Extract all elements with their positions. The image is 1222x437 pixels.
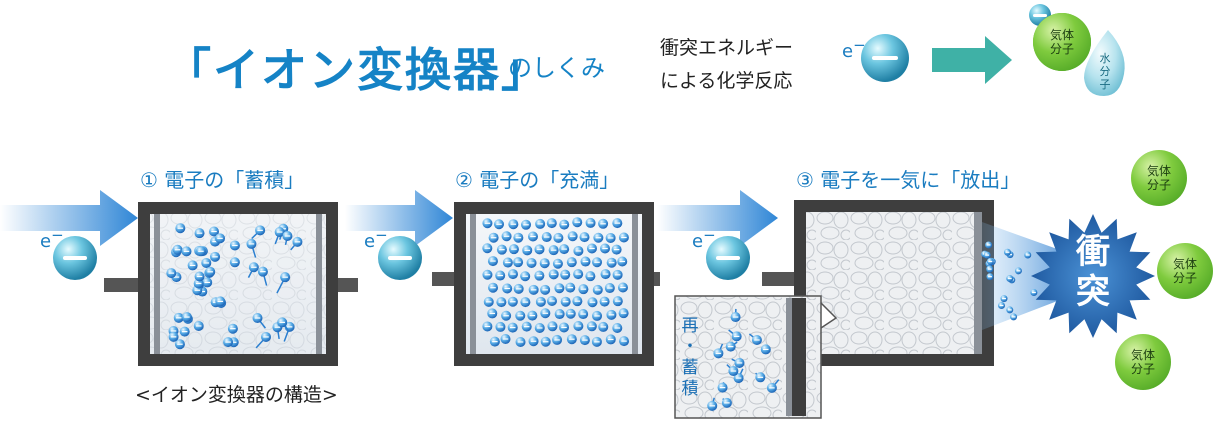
water-molecule-icon xyxy=(1084,30,1125,96)
gas-molecule-1: 気体分子 xyxy=(1131,150,1187,206)
gas-molecule-3: 気体分子 xyxy=(1115,334,1171,390)
title-suffix: のしくみ xyxy=(508,54,605,82)
recharge-label: 再 ・ 蓄 積 xyxy=(681,316,699,399)
legend-water-label: 水 分 子 xyxy=(1099,52,1111,91)
input-arrow-3 xyxy=(657,190,778,246)
reaction-arrow-icon xyxy=(932,36,1012,84)
structure-caption: <イオン変換器の構造> xyxy=(135,384,338,406)
step-3-label: ③ 電子を一気に「放出」 xyxy=(796,168,1021,192)
electron-particles-discharged xyxy=(981,241,1038,321)
impact-burst-icon xyxy=(1031,214,1155,338)
step-1-label: ① 電子の「蓄積」 xyxy=(140,168,305,192)
legend-description: 衝突エネルギー による化学反応 xyxy=(660,32,793,98)
legend-electron xyxy=(861,34,909,82)
legend-line-1: 衝突エネルギー xyxy=(660,37,794,59)
electron-particles-stored xyxy=(166,223,303,350)
page-title: 「イオン変換器」 xyxy=(165,43,549,97)
legend-line-2: による化学反応 xyxy=(660,70,793,92)
legend-electron-symbol: e− xyxy=(842,36,866,62)
step-2-label: ② 電子の「充満」 xyxy=(455,168,620,192)
recharge-inset xyxy=(674,295,838,419)
electron-ball-3 xyxy=(706,236,750,280)
legend-gas-molecule: 気体 分子 xyxy=(1033,13,1091,71)
electron-symbol-3: e− xyxy=(692,226,716,252)
electron-ball-2 xyxy=(378,236,422,280)
electron-symbol-2: e− xyxy=(364,226,388,252)
electron-symbol-1: e− xyxy=(40,226,64,252)
chamber-3 xyxy=(762,200,1060,366)
gas-molecule-2: 気体分子 xyxy=(1157,243,1213,299)
chamber-2 xyxy=(432,202,660,366)
electron-ball-1 xyxy=(53,236,97,280)
chamber-1 xyxy=(104,202,358,366)
impact-label: 衝 突 xyxy=(1076,232,1110,312)
input-arrow-1 xyxy=(0,190,138,246)
electron-particles-full xyxy=(482,217,630,347)
input-arrow-2 xyxy=(345,190,453,246)
